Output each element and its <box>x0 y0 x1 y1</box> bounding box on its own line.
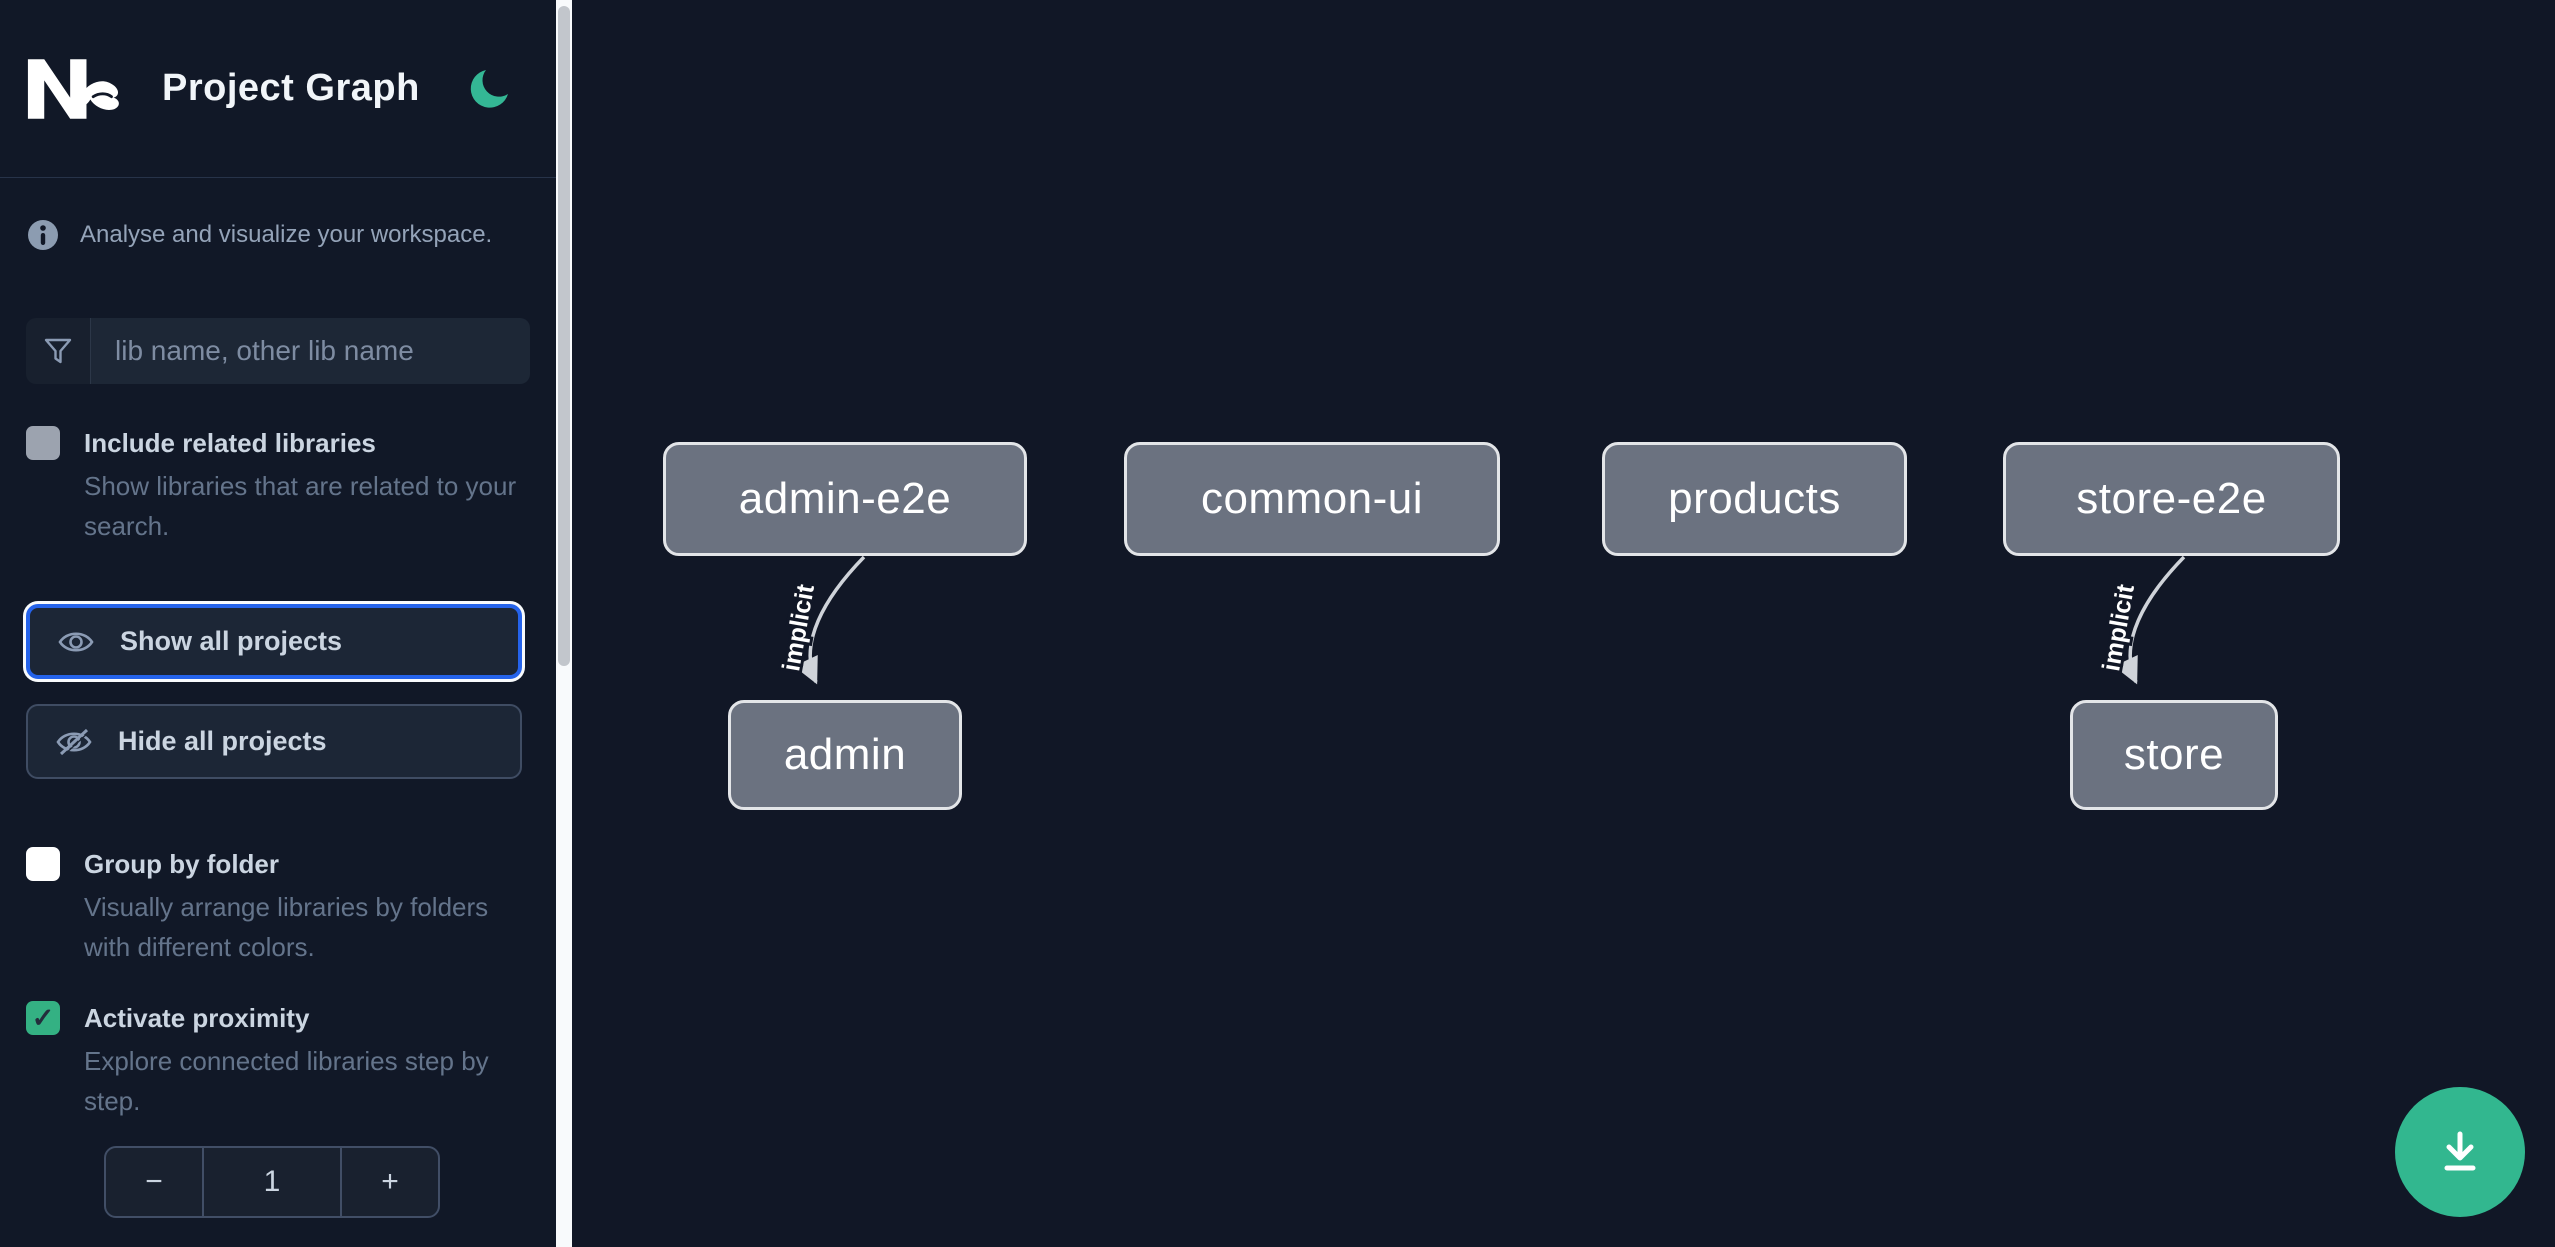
eye-icon <box>58 631 94 652</box>
sidebar-header: Project Graph <box>0 0 556 178</box>
sidebar-scrollbar-thumb[interactable] <box>558 6 570 666</box>
show-all-projects-label: Show all projects <box>120 626 343 656</box>
edge-admin-e2e-to-admin <box>794 555 866 685</box>
download-graph-button[interactable] <box>2395 1087 2525 1217</box>
include-related-label[interactable]: Include related libraries <box>84 428 376 458</box>
group-by-folder-description: Visually arrange libraries by folders wi… <box>84 892 489 962</box>
search-input[interactable] <box>91 318 530 384</box>
stepper-decrement-button[interactable]: − <box>106 1148 204 1216</box>
download-icon <box>2444 1131 2476 1171</box>
tagline-text: Analyse and visualize your workspace. <box>80 221 493 248</box>
activate-proximity-label[interactable]: Activate proximity <box>84 1003 310 1033</box>
nx-logo <box>27 58 119 119</box>
node-store-e2e[interactable]: store-e2e <box>2003 442 2340 556</box>
moon-icon <box>470 69 508 108</box>
show-all-projects-button[interactable]: Show all projects <box>26 604 522 679</box>
filter-icon-cell <box>26 318 91 384</box>
group-by-folder-checkbox[interactable] <box>26 847 60 881</box>
stepper-increment-button[interactable]: + <box>340 1148 438 1216</box>
node-admin-e2e[interactable]: admin-e2e <box>663 442 1027 556</box>
group-by-folder-label[interactable]: Group by folder <box>84 849 279 879</box>
workspace-tagline: Analyse and visualize your workspace. <box>26 218 526 252</box>
option-include-related: Include related libraries Show libraries… <box>26 426 530 546</box>
proximity-stepper: − 1 + <box>104 1146 440 1218</box>
option-activate-proximity: ✓ Activate proximity Explore connected l… <box>26 1001 530 1121</box>
include-related-description: Show libraries that are related to your … <box>84 471 517 541</box>
eye-off-icon <box>56 728 92 757</box>
stepper-value: 1 <box>263 1165 281 1198</box>
info-icon <box>28 220 58 250</box>
sidebar-scrollbar-track[interactable] <box>556 0 572 1247</box>
activate-proximity-description: Explore connected libraries step by step… <box>84 1046 489 1116</box>
include-related-checkbox[interactable] <box>26 426 60 460</box>
node-admin[interactable]: admin <box>728 700 962 810</box>
node-products[interactable]: products <box>1602 442 1907 556</box>
hide-all-projects-button[interactable]: Hide all projects <box>26 704 522 779</box>
option-group-by-folder: Group by folder Visually arrange librari… <box>26 847 530 967</box>
node-store[interactable]: store <box>2070 700 2278 810</box>
graph-canvas[interactable]: implicit implicit admin-e2e common-ui pr… <box>572 0 2555 1247</box>
activate-proximity-checkbox[interactable]: ✓ <box>26 1001 60 1035</box>
page-title: Project Graph <box>162 67 420 109</box>
filter-bar <box>26 318 530 384</box>
edge-store-e2e-to-store <box>2114 555 2186 685</box>
sidebar: Project Graph Analyse and visualize your… <box>0 0 556 1247</box>
graph-edges: implicit implicit <box>774 555 2186 685</box>
node-common-ui[interactable]: common-ui <box>1124 442 1500 556</box>
funnel-icon <box>44 338 72 364</box>
theme-toggle-button[interactable] <box>462 62 516 116</box>
hide-all-projects-label: Hide all projects <box>118 726 327 756</box>
